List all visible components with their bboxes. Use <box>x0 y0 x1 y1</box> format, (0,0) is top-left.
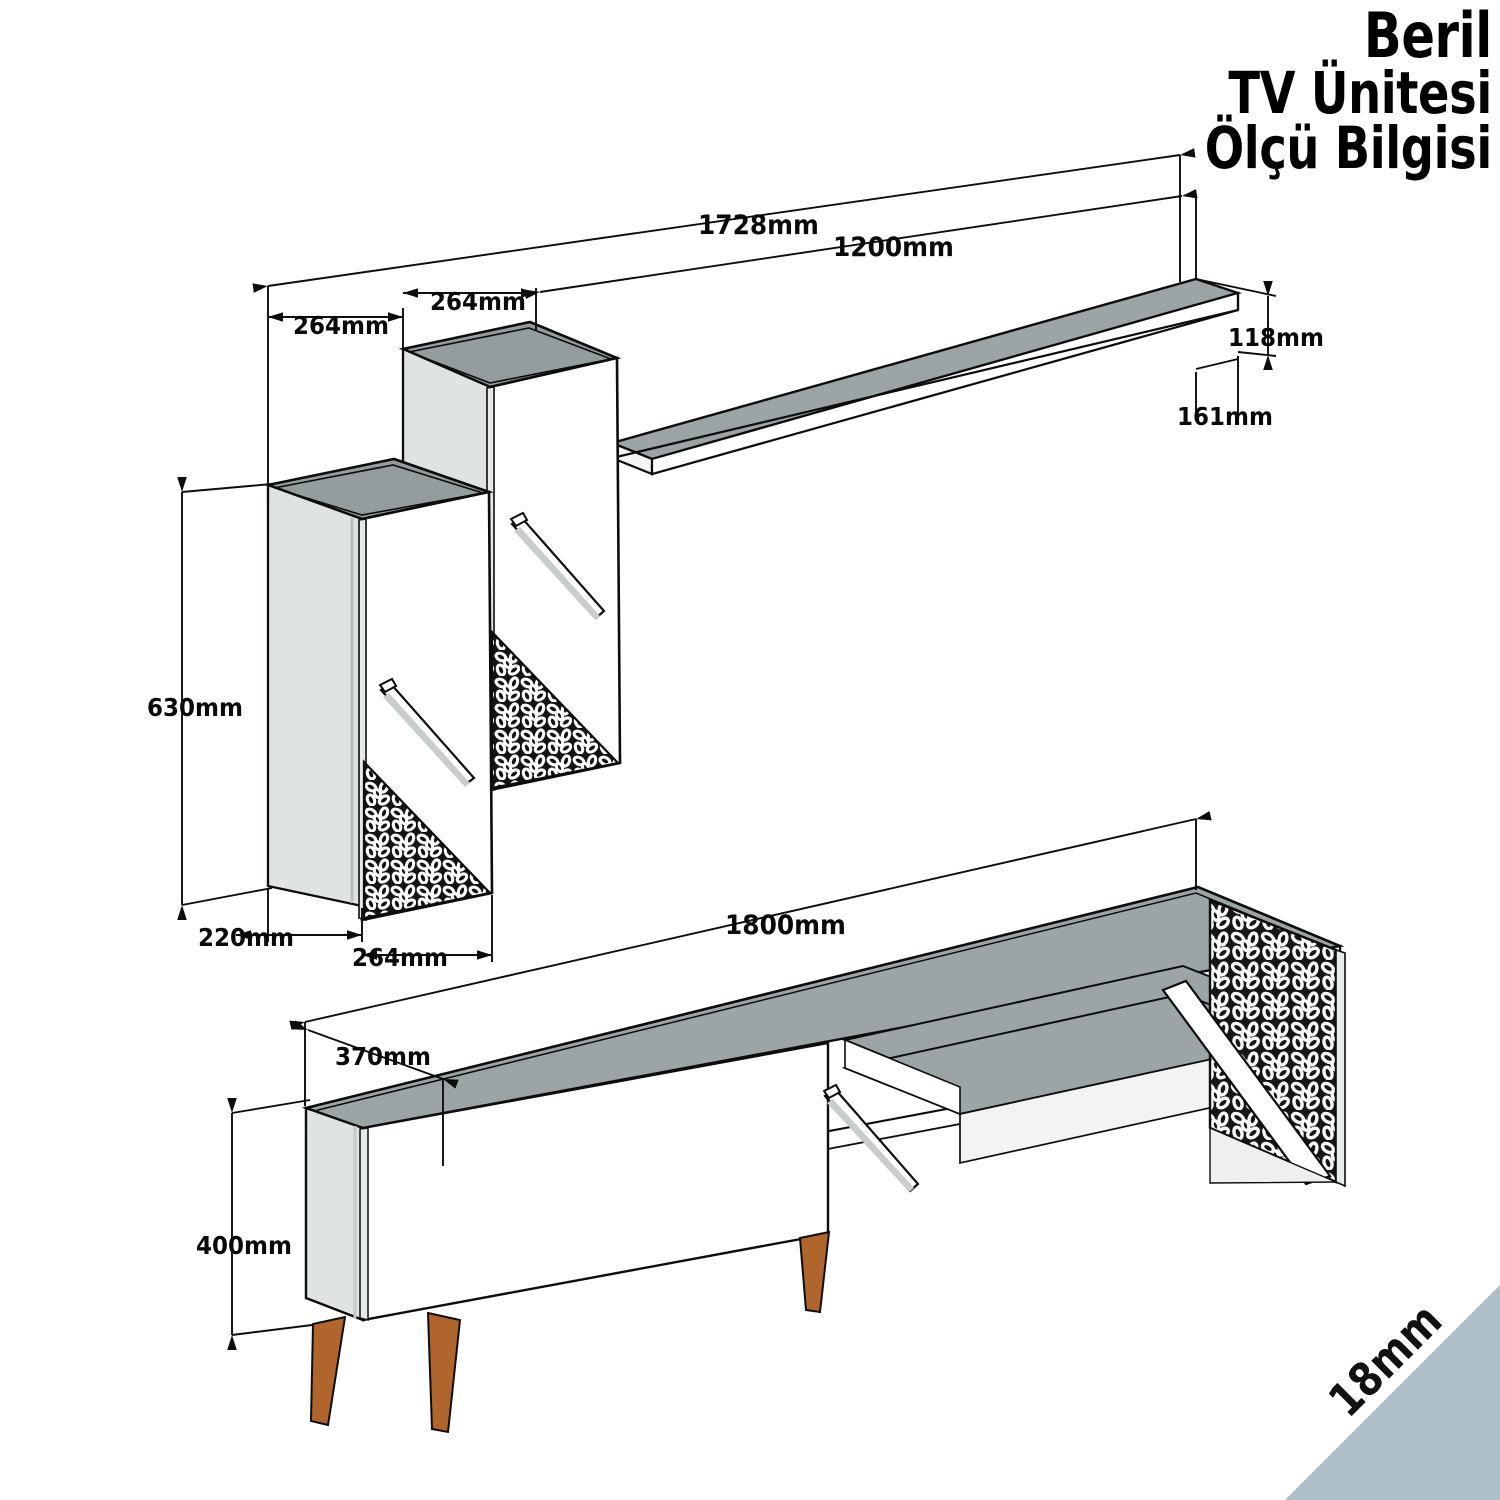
dimension-label-shelf-width: 1200mm <box>833 232 954 263</box>
panel-thickness-badge: 18mm <box>1285 1285 1500 1500</box>
upper-cabinet-right <box>398 320 622 792</box>
dimension-label-cabinet-width-base: 264mm <box>352 943 448 972</box>
dimension-label-shelf-thickness: 118mm <box>1228 323 1324 352</box>
cabinet-handle-left <box>378 677 476 787</box>
cabinet-handle-right <box>509 511 606 620</box>
dimension-lines-lower <box>227 810 1212 1350</box>
tv-stand-legs <box>309 1230 831 1434</box>
dimension-label-tv-unit-depth: 370mm <box>335 1042 431 1071</box>
wall-shelf <box>608 277 1243 476</box>
dimension-label-overall-width-upper: 1728mm <box>698 210 819 241</box>
dimension-label-tv-unit-height: 400mm <box>196 1231 292 1260</box>
product-name: Beril <box>1364 0 1492 72</box>
dimension-label-cabinet-height: 630mm <box>147 693 243 722</box>
dimension-label-shelf-depth: 161mm <box>1177 402 1273 431</box>
tv-stand-handle <box>822 1083 920 1193</box>
product-type: TV Ünitesi <box>1228 58 1492 127</box>
dimension-label-cabinet-width-upper: 264mm <box>430 287 526 316</box>
dimension-label-cabinet-depth-side: 220mm <box>198 923 294 952</box>
title-block: Beril TV Ünitesi Ölçü Bilgisi <box>1133 0 1492 183</box>
drawing-subtitle: Ölçü Bilgisi <box>1204 114 1492 183</box>
dimension-label-cabinet-width-lower: 264mm <box>293 311 389 340</box>
dimension-label-tv-unit-width: 1800mm <box>725 910 846 941</box>
tv-stand <box>301 885 1346 1434</box>
upper-cabinet-left <box>263 457 494 922</box>
